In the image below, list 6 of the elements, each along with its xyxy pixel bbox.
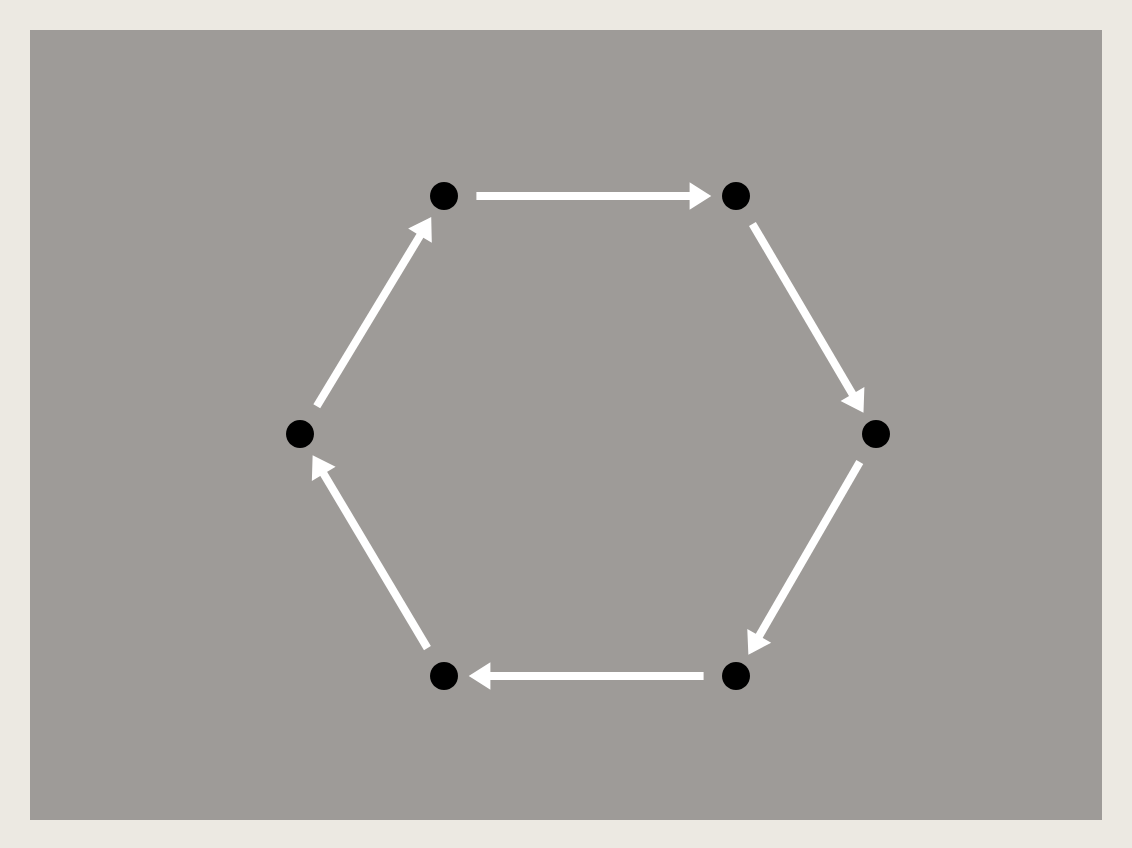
dot xyxy=(430,182,458,210)
dot xyxy=(286,420,314,448)
dot xyxy=(430,662,458,690)
dot xyxy=(722,182,750,210)
dot xyxy=(862,420,890,448)
dot xyxy=(722,662,750,690)
